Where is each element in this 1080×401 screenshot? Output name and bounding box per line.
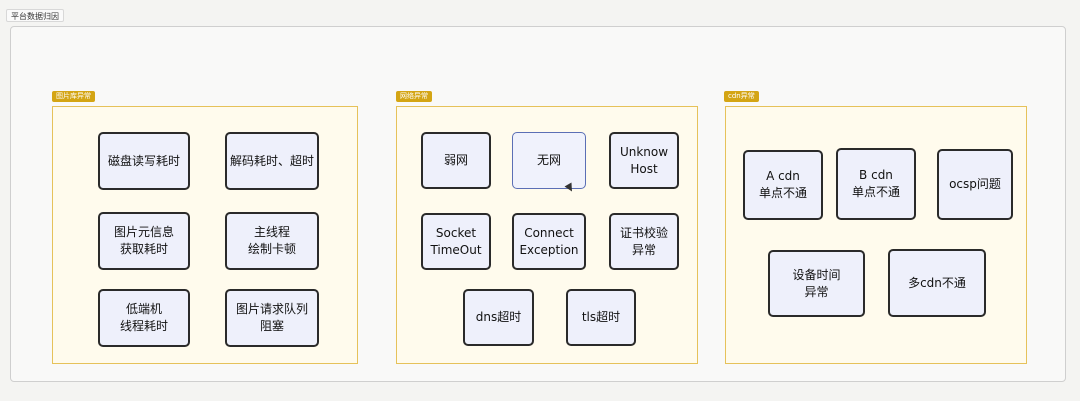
node-low-end-thread[interactable]: 低端机 线程耗时 — [98, 289, 190, 347]
node-image-meta[interactable]: 图片元信息 获取耗时 — [98, 212, 190, 270]
node-decode-timeout[interactable]: 解码耗时、超时 — [225, 132, 319, 190]
node-disk-io[interactable]: 磁盘读写耗时 — [98, 132, 190, 190]
node-tls-timeout[interactable]: tls超时 — [566, 289, 636, 346]
page-label: 平台数据归因 — [6, 9, 64, 22]
node-socket-timeout[interactable]: Socket TimeOut — [421, 213, 491, 270]
node-request-queue-block[interactable]: 图片请求队列 阻塞 — [225, 289, 319, 347]
node-multi-cdn[interactable]: 多cdn不通 — [888, 249, 986, 317]
node-a-cdn[interactable]: A cdn 单点不通 — [743, 150, 823, 220]
node-dns-timeout[interactable]: dns超时 — [463, 289, 534, 346]
node-no-network[interactable]: 无网 — [512, 132, 586, 189]
node-unknown-host[interactable]: Unknow Host — [609, 132, 679, 189]
node-ocsp[interactable]: ocsp问题 — [937, 149, 1013, 220]
node-device-time[interactable]: 设备时间 异常 — [768, 250, 865, 317]
group-tag-image-library: 图片库异常 — [52, 91, 95, 102]
node-weak-network[interactable]: 弱网 — [421, 132, 491, 189]
group-tag-cdn: cdn异常 — [724, 91, 759, 102]
node-b-cdn[interactable]: B cdn 单点不通 — [836, 148, 916, 220]
node-cert-check-error[interactable]: 证书校验 异常 — [609, 213, 679, 270]
group-cdn — [725, 106, 1027, 364]
node-main-thread-jank[interactable]: 主线程 绘制卡顿 — [225, 212, 319, 270]
group-tag-network: 网络异常 — [396, 91, 432, 102]
node-connect-exception[interactable]: Connect Exception — [512, 213, 586, 270]
